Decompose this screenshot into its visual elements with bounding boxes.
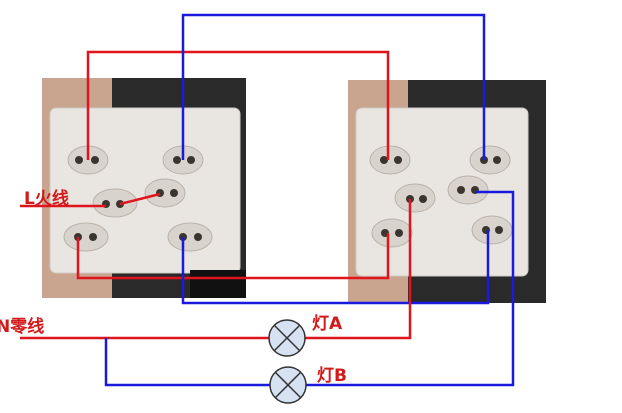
red-wire-top bbox=[86, 50, 390, 160]
lamp-b-label: 灯B bbox=[317, 366, 347, 386]
lamp-a-label: 灯A bbox=[312, 314, 343, 334]
blue-wire-top bbox=[181, 13, 486, 160]
red-wire-bottom bbox=[76, 233, 390, 280]
live-wire-label: L火线 bbox=[24, 189, 69, 209]
wires bbox=[20, 13, 515, 387]
lamp-a-icon bbox=[268, 319, 306, 357]
lamp-b-icon bbox=[269, 366, 307, 404]
lamp-b-wire bbox=[304, 190, 515, 387]
live-bridge bbox=[119, 192, 161, 206]
neutral-wire-label: N零线 bbox=[0, 317, 45, 337]
right-switch-photo bbox=[348, 80, 546, 303]
neutral-branch bbox=[104, 338, 270, 387]
left-switch-photo bbox=[42, 78, 246, 298]
blue-wire-bottom bbox=[181, 230, 490, 305]
lamp-a-wire bbox=[304, 199, 412, 340]
